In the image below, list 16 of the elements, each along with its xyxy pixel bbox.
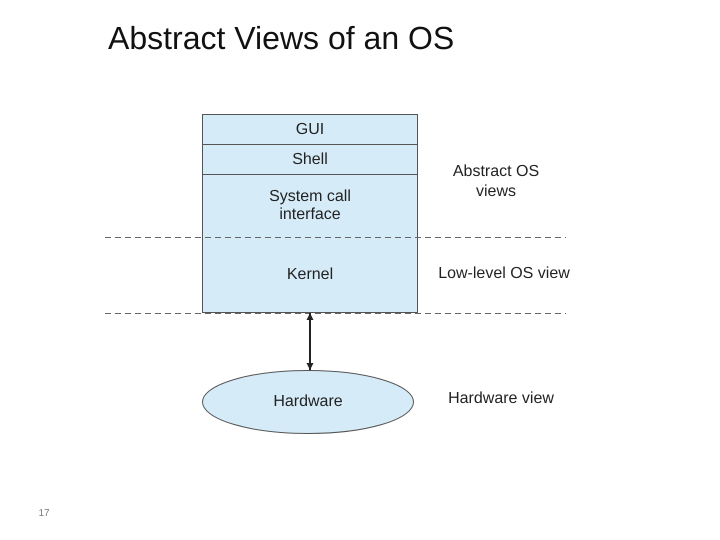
title: Abstract Views of an OS [108, 19, 454, 58]
box-label: Hardware [273, 393, 343, 411]
box-label: Kernel [286, 266, 334, 284]
page-number: 17 [37, 508, 51, 520]
layer-box [202, 175, 418, 237]
ellipse-node [202, 370, 414, 434]
layer-box [202, 114, 418, 145]
view-label: Hardware view [447, 389, 555, 409]
box-label: Shell [292, 150, 328, 168]
box-label: GUI [296, 120, 324, 138]
layer-box [202, 237, 418, 313]
box-label: System call interface [268, 188, 352, 224]
layer-box [202, 145, 418, 175]
view-label: Low-level OS view [437, 264, 571, 284]
double-arrow [306, 313, 314, 370]
view-label: Abstract OS views [452, 162, 540, 202]
